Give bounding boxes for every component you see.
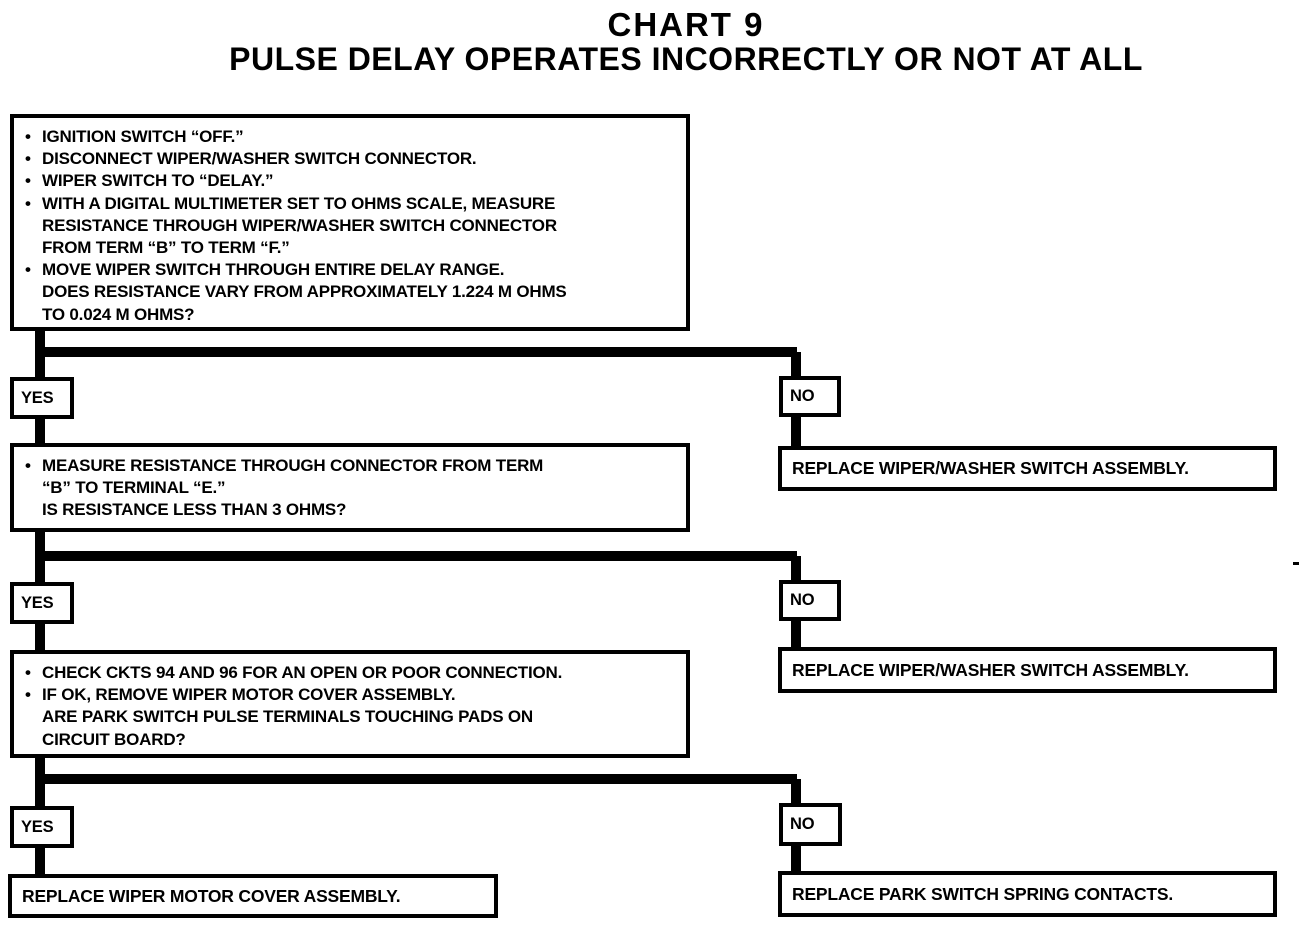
bullet-icon: • — [25, 663, 31, 682]
flow-line-text: MEASURE RESISTANCE THROUGH CONNECTOR FRO… — [42, 456, 544, 475]
flow-line-text: DISCONNECT WIPER/WASHER SWITCH CONNECTOR… — [42, 149, 477, 169]
flow-line: • WIPER SWITCH TO “DELAY.” — [22, 170, 676, 192]
connector-line — [791, 556, 801, 582]
action-text: REPLACE WIPER MOTOR COVER ASSEMBLY. — [22, 885, 401, 906]
action-text: REPLACE PARK SWITCH SPRING CONTACTS. — [792, 883, 1174, 904]
action-box-replace-spring-contacts: REPLACE PARK SWITCH SPRING CONTACTS. — [778, 871, 1277, 917]
connector-line — [35, 347, 797, 357]
flow-line-text: TO 0.024 M OHMS? — [42, 304, 195, 324]
bullet-icon: • — [25, 127, 31, 146]
branch1-yes-label: YES — [10, 377, 74, 419]
bullet-icon: • — [25, 685, 31, 705]
flow-line: • IF OK, REMOVE WIPER MOTOR COVER ASSEMBL… — [22, 684, 676, 706]
flow-line: • CHECK CKTS 94 AND 96 FOR AN OPEN OR POO… — [22, 662, 676, 684]
connector-line — [35, 417, 45, 444]
action-text: REPLACE WIPER/WASHER SWITCH ASSEMBLY. — [792, 458, 1189, 478]
yes-label-text: YES — [21, 388, 54, 407]
connector-line — [35, 846, 45, 876]
connector-line — [35, 551, 797, 561]
action-text: REPLACE WIPER/WASHER SWITCH ASSEMBLY. — [792, 659, 1189, 680]
flow-line: FROM TERM “B” TO TERM “F.” — [22, 237, 676, 259]
flow-line: • MEASURE RESISTANCE THROUGH CONNECTOR FR… — [22, 455, 676, 477]
yes-label-text: YES — [21, 593, 54, 612]
connector-line — [791, 844, 801, 874]
connector-line — [791, 352, 801, 378]
flow-line: • IGNITION SWITCH “OFF.” — [22, 126, 676, 148]
flow-line-text: FROM TERM “B” TO TERM “F.” — [42, 238, 290, 258]
flow-line: • MOVE WIPER SWITCH THROUGH ENTIRE DELAY … — [22, 259, 676, 281]
decision-box-resistance-range: • IGNITION SWITCH “OFF.” • DISCONNECT WIPE… — [10, 114, 690, 331]
flow-line: DOES RESISTANCE VARY FROM APPROXIMATELY … — [22, 281, 676, 303]
page-title: PULSE DELAY OPERATES INCORRECTLY OR NOT … — [229, 41, 1143, 77]
branch3-yes-label: YES — [10, 806, 74, 848]
connector-line — [35, 622, 45, 651]
connector-line — [791, 619, 801, 649]
yes-label-text: YES — [21, 817, 54, 836]
flow-line-text: CIRCUIT BOARD? — [42, 729, 186, 749]
flow-line-text: DOES RESISTANCE VARY FROM APPROXIMATELY … — [42, 282, 567, 302]
flow-line: IS RESISTANCE LESS THAN 3 OHMS? — [22, 499, 676, 521]
flow-line-text: WITH A DIGITAL MULTIMETER SET TO OHMS SC… — [42, 193, 556, 213]
branch1-no-label: NO — [779, 376, 841, 417]
connector-line — [35, 774, 797, 784]
branch2-no-label: NO — [779, 580, 841, 621]
flow-line: ARE PARK SWITCH PULSE TERMINALS TOUCHING… — [22, 706, 676, 728]
flow-line-text: “B” TO TERMINAL “E.” — [42, 478, 226, 498]
flow-line-text: IS RESISTANCE LESS THAN 3 OHMS? — [42, 500, 347, 520]
chart-number-title: CHART 9 — [607, 6, 765, 43]
connector-line — [791, 415, 801, 448]
flow-line-text: IGNITION SWITCH “OFF.” — [42, 127, 244, 146]
scan-artifact-mark — [1293, 562, 1299, 565]
flow-line-text: WIPER SWITCH TO “DELAY.” — [42, 171, 274, 191]
decision-box-term-b-to-e: • MEASURE RESISTANCE THROUGH CONNECTOR FR… — [10, 443, 690, 532]
bullet-icon: • — [25, 149, 31, 169]
branch2-yes-label: YES — [10, 582, 74, 624]
connector-line — [791, 779, 801, 805]
action-box-replace-switch-assembly-2: REPLACE WIPER/WASHER SWITCH ASSEMBLY. — [778, 647, 1277, 693]
branch3-no-label: NO — [779, 803, 842, 846]
flow-line: RESISTANCE THROUGH WIPER/WASHER SWITCH C… — [22, 215, 676, 237]
bullet-icon: • — [25, 260, 31, 280]
flow-line-text: ARE PARK SWITCH PULSE TERMINALS TOUCHING… — [42, 707, 533, 727]
flow-line: • WITH A DIGITAL MULTIMETER SET TO OHMS S… — [22, 193, 676, 215]
action-box-replace-switch-assembly-1: REPLACE WIPER/WASHER SWITCH ASSEMBLY. — [778, 446, 1277, 491]
flow-line-text: IF OK, REMOVE WIPER MOTOR COVER ASSEMBLY… — [42, 685, 456, 705]
flow-line-text: CHECK CKTS 94 AND 96 FOR AN OPEN OR POOR… — [42, 663, 563, 682]
bullet-icon: • — [25, 193, 31, 213]
flow-line: “B” TO TERMINAL “E.” — [22, 477, 676, 499]
flow-line: • DISCONNECT WIPER/WASHER SWITCH CONNECTO… — [22, 148, 676, 170]
no-label-text: NO — [790, 815, 815, 833]
flow-line: CIRCUIT BOARD? — [22, 729, 676, 751]
no-label-text: NO — [790, 387, 815, 405]
bullet-icon: • — [25, 456, 31, 475]
decision-box-park-switch-pads: • CHECK CKTS 94 AND 96 FOR AN OPEN OR POO… — [10, 650, 690, 758]
bullet-icon: • — [25, 171, 31, 191]
action-box-replace-cover-assembly: REPLACE WIPER MOTOR COVER ASSEMBLY. — [8, 874, 498, 918]
flow-line: TO 0.024 M OHMS? — [22, 304, 676, 326]
flow-line-text: MOVE WIPER SWITCH THROUGH ENTIRE DELAY R… — [42, 260, 505, 280]
no-label-text: NO — [790, 591, 815, 609]
flow-line-text: RESISTANCE THROUGH WIPER/WASHER SWITCH C… — [42, 215, 557, 235]
